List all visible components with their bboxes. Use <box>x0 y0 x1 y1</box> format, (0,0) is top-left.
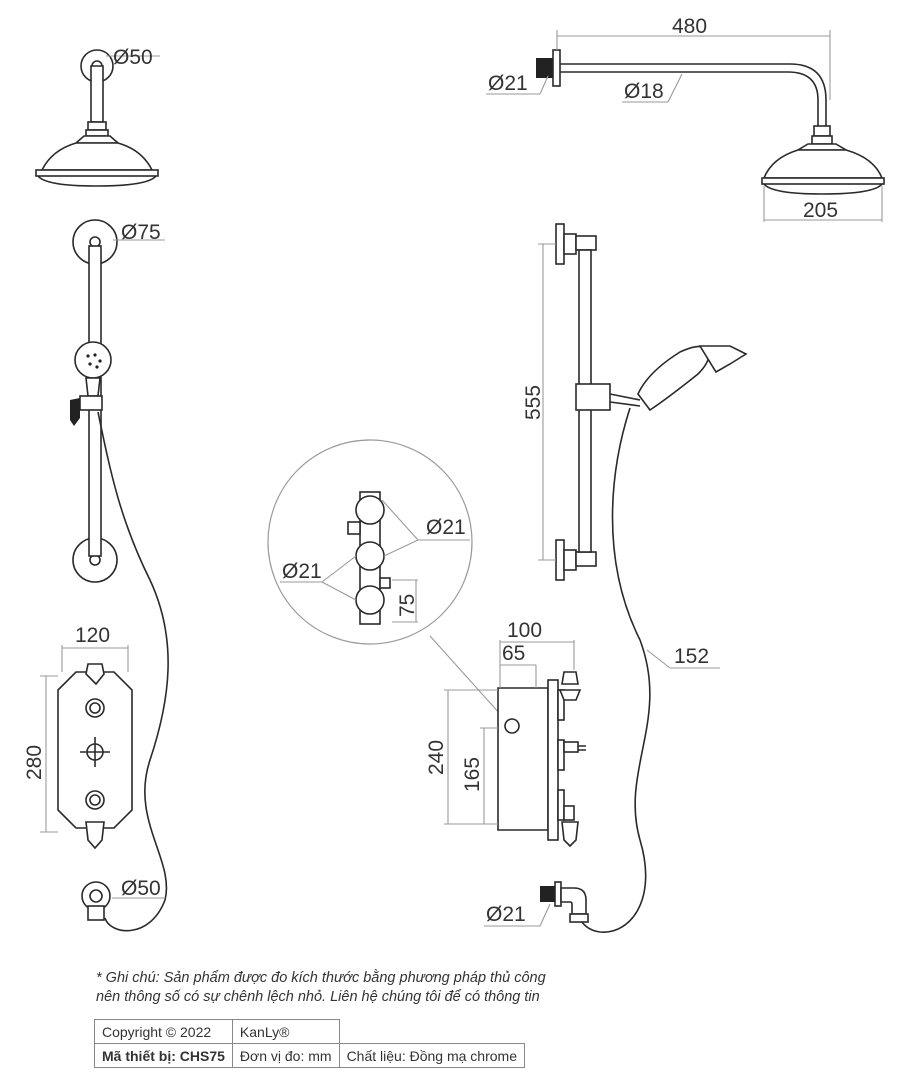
dim-rail-height: 555 <box>522 385 545 420</box>
dim-valve-outlet-diameter-left: Ø21 <box>282 560 322 583</box>
left-hose <box>97 411 169 932</box>
product-info-table: Copyright © 2022 KanLy® Mã thiết bị: CHS… <box>94 1019 525 1068</box>
dim-valve-depth-body: 65 <box>502 642 525 665</box>
dim-hose-length: 152 <box>674 645 709 668</box>
dim-plate-height: 280 <box>23 745 46 780</box>
dim-bottom-elbow-diameter: Ø21 <box>486 903 526 926</box>
dim-arm-pipe-diameter: Ø18 <box>624 80 664 103</box>
unit-cell: Đơn vị đo: mm <box>231 1043 340 1068</box>
note-line-1: * Ghi chú: Sản phẩm được đo kích thước b… <box>96 970 546 986</box>
info-row-2: Mã thiết bị: CHS75 Đơn vị đo: mm Chất li… <box>94 1043 525 1068</box>
brand-cell: KanLy® <box>231 1019 340 1044</box>
valve-detail-zoom <box>267 439 511 726</box>
dim-valve-outlet-spacing: 75 <box>396 594 419 617</box>
dim-valve-depth-total: 100 <box>507 619 542 642</box>
right-hose <box>577 407 651 933</box>
dim-bottom-outlet-diameter: Ø50 <box>121 877 161 900</box>
right-shower-arm <box>486 30 885 222</box>
valve-trim-plate <box>40 645 133 850</box>
material-cell: Chất liệu: Đồng mạ chrome <box>338 1043 525 1068</box>
measurement-note: * Ghi chú: Sản phẩm được đo kích thước b… <box>96 969 716 1007</box>
dim-arm-inlet-diameter: Ø21 <box>488 72 528 95</box>
right-slide-rail <box>538 223 748 669</box>
left-riser-rail <box>70 219 165 583</box>
dim-plate-width: 120 <box>75 624 110 647</box>
dim-valve-outlet-diameter-right: Ø21 <box>426 516 466 539</box>
right-elbow-outlet <box>484 881 589 927</box>
shower-set-technical-drawing: Ø50 480 Ø21 Ø18 205 <box>23 15 885 933</box>
left-wall-outlet <box>81 881 164 921</box>
dim-valve-height-total: 240 <box>425 740 448 775</box>
dim-head-diameter: 205 <box>803 199 838 222</box>
left-shower-head <box>35 49 160 187</box>
valve-body-side <box>444 640 586 848</box>
dim-arm-length: 480 <box>672 15 707 38</box>
dim-head-arm-diameter: Ø50 <box>113 46 153 69</box>
dim-rail-flange-diameter: Ø75 <box>121 221 161 244</box>
info-row-1: Copyright © 2022 KanLy® <box>94 1019 525 1044</box>
copyright-cell: Copyright © 2022 <box>94 1019 233 1044</box>
model-cell: Mã thiết bị: CHS75 <box>94 1043 233 1068</box>
dim-valve-height-body: 165 <box>461 757 484 792</box>
note-line-2: nên thông số có sự chênh lệch nhỏ. Liên … <box>96 989 540 1005</box>
